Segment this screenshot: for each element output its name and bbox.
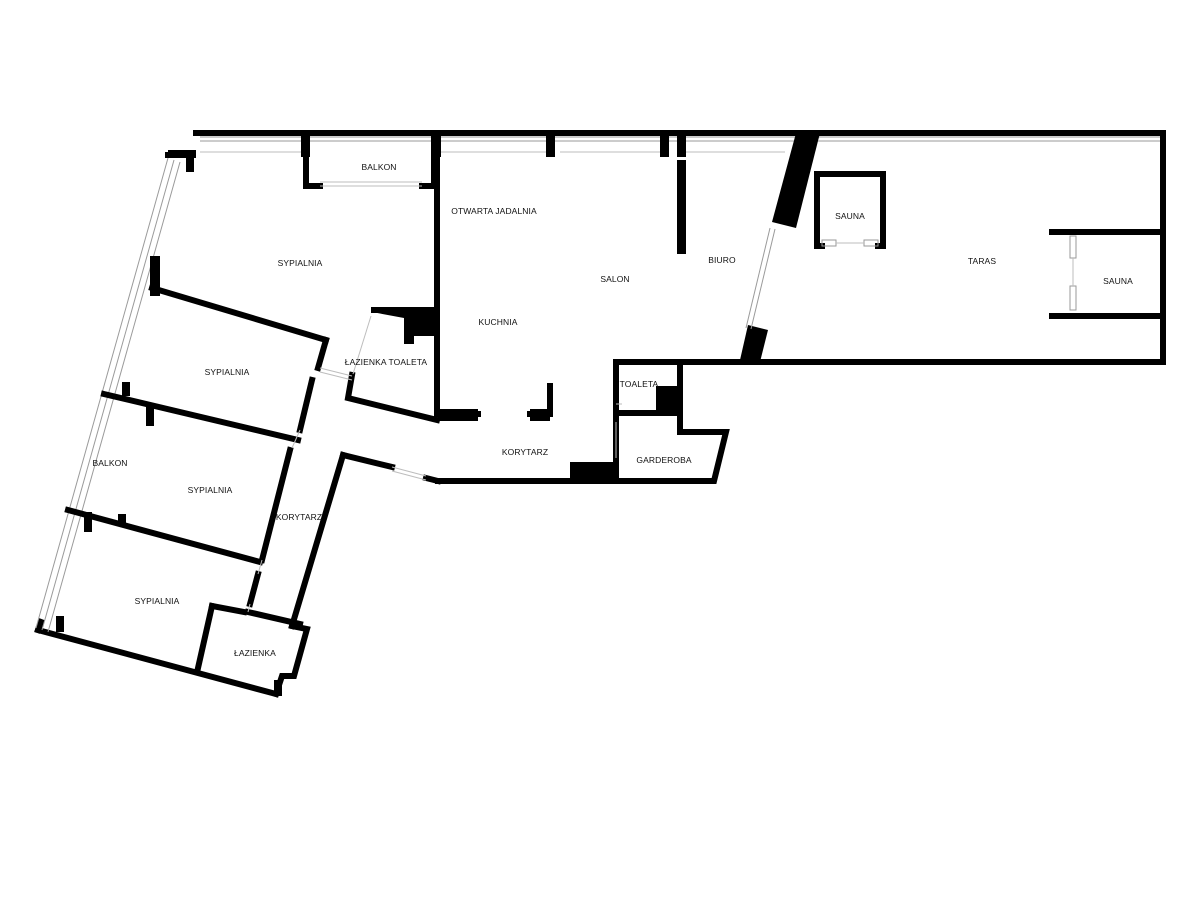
openings <box>247 315 622 613</box>
label-balkon-top: BALKON <box>361 162 396 172</box>
left-facade-glazing <box>35 136 1160 633</box>
label-korytarz-2: KORYTARZ <box>276 512 322 522</box>
label-sauna-2: SAUNA <box>1103 276 1133 286</box>
label-taras: TARAS <box>968 256 996 266</box>
label-garderoba: GARDEROBA <box>636 455 691 465</box>
label-toaleta: TOALETA <box>620 379 659 389</box>
label-sypialnia-3: SYPIALNIA <box>188 485 233 495</box>
label-balkon-left: BALKON <box>92 458 127 468</box>
label-lazienka-toaleta: ŁAZIENKA TOALETA <box>345 357 428 367</box>
interior-walls <box>64 130 686 672</box>
structural-blocks <box>56 133 820 696</box>
label-sypialnia-4: SYPIALNIA <box>135 596 180 606</box>
label-kuchnia: KUCHNIA <box>479 317 518 327</box>
label-otwarta-jadalnia: OTWARTA JADALNIA <box>451 206 537 216</box>
label-salon: SALON <box>600 274 629 284</box>
office-glazing <box>745 227 776 330</box>
sauna-1-walls <box>814 171 886 249</box>
sauna-2-walls <box>1049 229 1166 319</box>
exterior-walls <box>34 130 1166 698</box>
label-sauna-1: SAUNA <box>835 211 865 221</box>
label-sypialnia-2: SYPIALNIA <box>205 367 250 377</box>
label-biuro: BIURO <box>708 255 736 265</box>
label-korytarz-1: KORYTARZ <box>502 447 548 457</box>
label-lazienka: ŁAZIENKA <box>234 648 276 658</box>
label-sypialnia-1: SYPIALNIA <box>278 258 323 268</box>
room-labels: BALKON SYPIALNIA OTWARTA JADALNIA SALON … <box>92 162 1133 658</box>
